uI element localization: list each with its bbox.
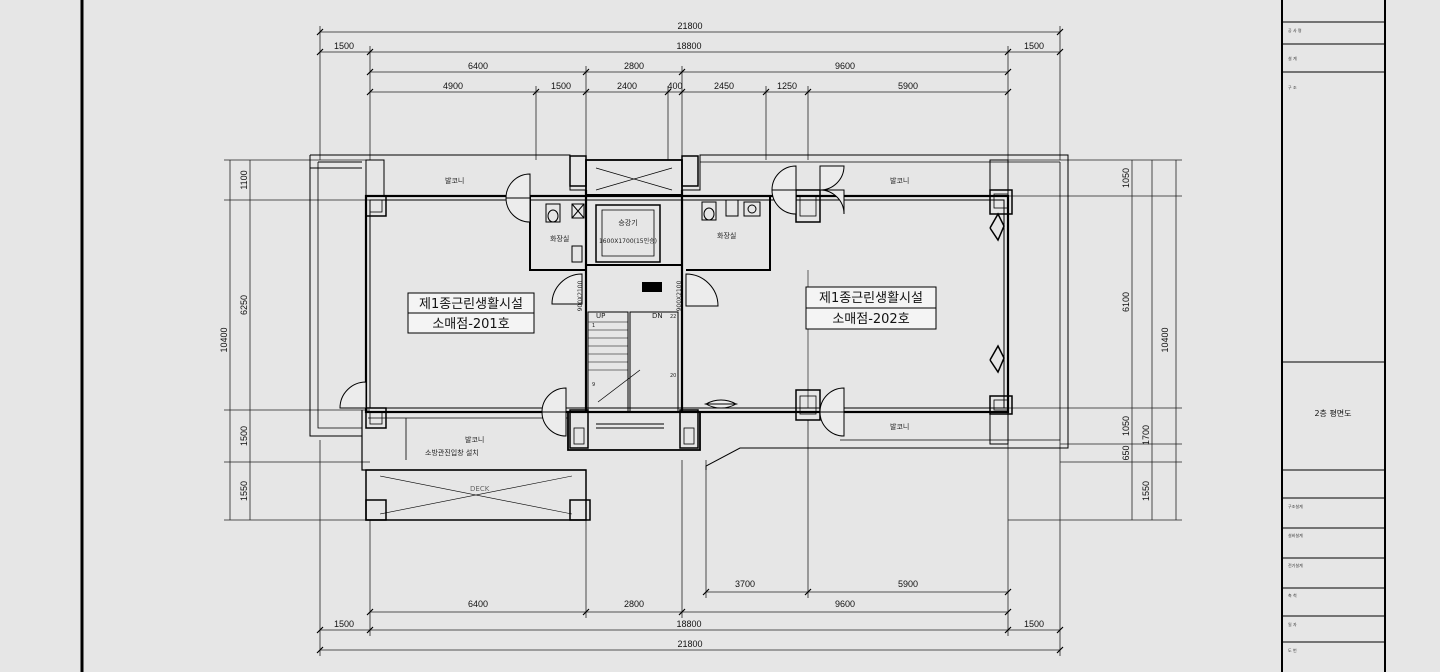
toilet-fixtures <box>545 199 761 263</box>
stair-step-9: 9 <box>592 382 595 388</box>
stair-dn-label: DN <box>652 312 663 320</box>
room-201: 제1종근린생활시설 소매점-201호 <box>407 292 535 334</box>
dim-bottom-overall: 21800 <box>677 639 702 649</box>
exit-sign-icon <box>642 282 662 292</box>
dim-top-bay-2: 2800 <box>624 61 644 71</box>
dim-bottom-sub-2: 5900 <box>898 579 918 589</box>
toilet-label-left: 화장실 <box>550 234 569 243</box>
dim-bottom-mid: 18800 <box>676 619 701 629</box>
balcony-label-top-left: 발코니 <box>445 176 464 185</box>
balcony-label-top-right: 발코니 <box>890 176 909 185</box>
room-202-unit: 소매점-202호 <box>832 312 909 327</box>
dim-right-2: 6100 <box>1121 292 1131 312</box>
balcony-label-bottom-right: 발코니 <box>890 422 909 431</box>
dim-left-2: 6250 <box>239 295 249 315</box>
dim-top-sub-5: 2450 <box>714 81 734 91</box>
dim-top-sub-1: 4900 <box>443 81 463 91</box>
dim-bottom-right-side: 1500 <box>1024 619 1044 629</box>
tb-row-5: 설비설계 <box>1288 532 1303 538</box>
tb-row-1: 공 사 명 <box>1288 27 1302 33</box>
door-size-left: 900X2100 <box>577 280 584 311</box>
stair-step-1: 1 <box>592 323 595 329</box>
dim-top-bay-3: 9600 <box>835 61 855 71</box>
toilet-label-right: 화장실 <box>717 231 736 240</box>
tb-row-2: 설 계 <box>1288 55 1297 61</box>
stair-step-22: 22 <box>670 314 676 320</box>
dim-left-4: 1550 <box>239 481 249 501</box>
dim-top-right-side: 1500 <box>1024 41 1044 51</box>
room-201-unit: 소매점-201호 <box>432 317 509 332</box>
dim-bottom-sub-1: 3700 <box>735 579 755 589</box>
dim-right-mid: 1700 <box>1141 425 1151 445</box>
tb-row-9: 도 번 <box>1288 647 1297 653</box>
door-size-right: 900X2100 <box>676 280 683 311</box>
dim-top-left-side: 1500 <box>334 41 354 51</box>
room-202-use: 제1종근린생활시설 <box>819 291 923 306</box>
elevator-size-label: 1600X1700(15인승) <box>599 238 657 245</box>
dim-bottom-bay-1: 6400 <box>468 599 488 609</box>
title-block <box>1282 21 1385 643</box>
tb-row-6: 전기설계 <box>1288 562 1303 568</box>
dim-left-total: 10400 <box>219 327 229 352</box>
dimension-ticks <box>316 28 1064 654</box>
tb-row-8: 일 자 <box>1288 621 1297 627</box>
dim-right-3: 1050 <box>1121 416 1131 436</box>
dim-top-mid: 18800 <box>676 41 701 51</box>
fire-window-label: 소방관진입창 설치 <box>425 448 479 457</box>
dim-top-sub-7: 5900 <box>898 81 918 91</box>
dim-top-bay-1: 6400 <box>468 61 488 71</box>
dim-bottom-bay-3: 9600 <box>835 599 855 609</box>
tb-row-3: 구 조 <box>1288 85 1297 90</box>
room-202: 제1종근린생활시설 소매점-202호 <box>805 286 937 330</box>
dim-left-1: 1100 <box>239 170 249 189</box>
dim-top-sub-3: 2400 <box>617 81 637 91</box>
door-swings <box>339 165 845 437</box>
dim-bottom-bay-2: 2800 <box>624 599 644 609</box>
balcony-label-bottom-left: 발코니 <box>465 435 484 444</box>
dim-top-sub-6: 1250 <box>777 81 797 91</box>
building-walls <box>309 154 1069 521</box>
dim-right-4: 650 <box>1121 445 1131 460</box>
dim-right-1: 1050 <box>1121 168 1131 188</box>
dim-top-sub-4: 400 <box>667 81 682 91</box>
tb-row-7: 축 척 <box>1288 592 1297 598</box>
dim-left-3: 1500 <box>239 426 249 446</box>
dimension-lines <box>224 26 1182 656</box>
dim-top-sub-2: 1500 <box>551 81 571 91</box>
elevator-label: 승강기 <box>618 218 637 227</box>
room-201-use: 제1종근린생활시설 <box>419 297 523 312</box>
tb-row-4: 구조설계 <box>1288 503 1303 509</box>
dim-bottom-left-side: 1500 <box>334 619 354 629</box>
dim-top-overall: 21800 <box>677 21 702 31</box>
dim-right-total: 10400 <box>1160 327 1170 352</box>
stair-step-20: 20 <box>670 373 676 379</box>
stair-up-label: UP <box>596 312 605 320</box>
dim-right-5: 1550 <box>1141 481 1151 501</box>
deck-label: DECK <box>470 485 490 493</box>
structural-columns <box>365 155 1013 521</box>
drawing-title: 2층 평면도 <box>1314 408 1351 418</box>
